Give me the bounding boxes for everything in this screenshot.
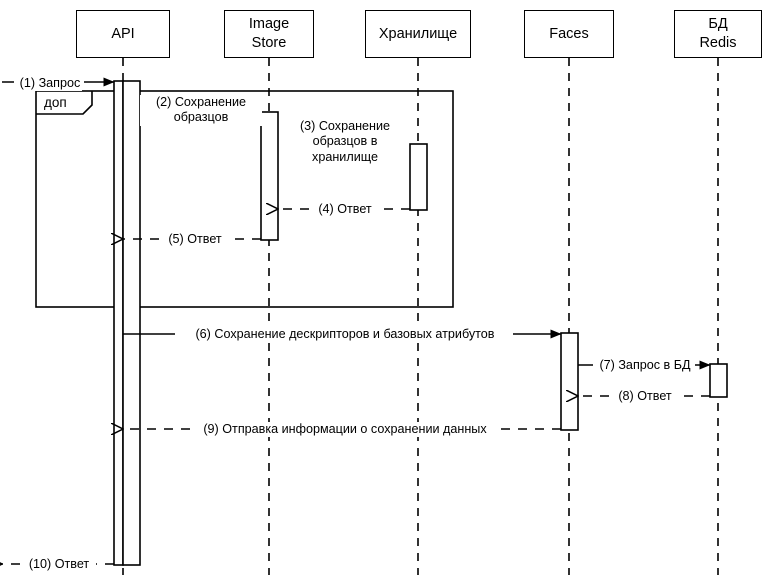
- activation-bar-storage-a: [409, 143, 428, 211]
- message-label-5: (5) Ответ: [163, 232, 227, 248]
- participant-label-faces: Faces: [549, 25, 589, 42]
- fragment-layer: [35, 90, 454, 308]
- message-label-4: (4) Ответ: [313, 202, 377, 218]
- participant-box-storage[interactable]: Хранилище: [365, 10, 471, 58]
- activations-layer: [113, 80, 728, 566]
- fragment-operator-tab: [36, 91, 93, 115]
- participant-label-api: API: [111, 25, 135, 42]
- activation-bar-imagestore-a: [260, 111, 279, 241]
- message-label-3: (3) Сохранение образцов в хранилище: [281, 119, 409, 166]
- message-label-7: (7) Запрос в БД: [597, 358, 693, 374]
- activation-bar-faces-a: [560, 332, 579, 431]
- message-label-6: (6) Сохранение дескрипторов и базовых ат…: [179, 327, 511, 343]
- message-label-2: (2) Сохранение образцов: [140, 95, 262, 126]
- participant-label-storage: Хранилище: [378, 25, 458, 42]
- activation-bar-redis-a: [709, 363, 728, 398]
- message-label-8: (8) Ответ: [613, 389, 677, 405]
- lifelines-layer: [122, 58, 719, 575]
- fragment-border: [35, 90, 454, 308]
- messages-layer: [2, 77, 711, 564]
- message-label-9: (9) Отправка информации о сохранении дан…: [194, 422, 496, 438]
- participant-box-faces[interactable]: Faces: [524, 10, 614, 58]
- activation-bar-api-inner: [122, 80, 141, 566]
- fragment-operator-label: доп: [44, 95, 67, 110]
- participant-box-api[interactable]: API: [76, 10, 170, 58]
- message-label-10: (10) Ответ: [24, 557, 94, 573]
- message-label-1: (1) Запрос: [18, 76, 82, 92]
- activation-bar-api-outer: [113, 80, 124, 566]
